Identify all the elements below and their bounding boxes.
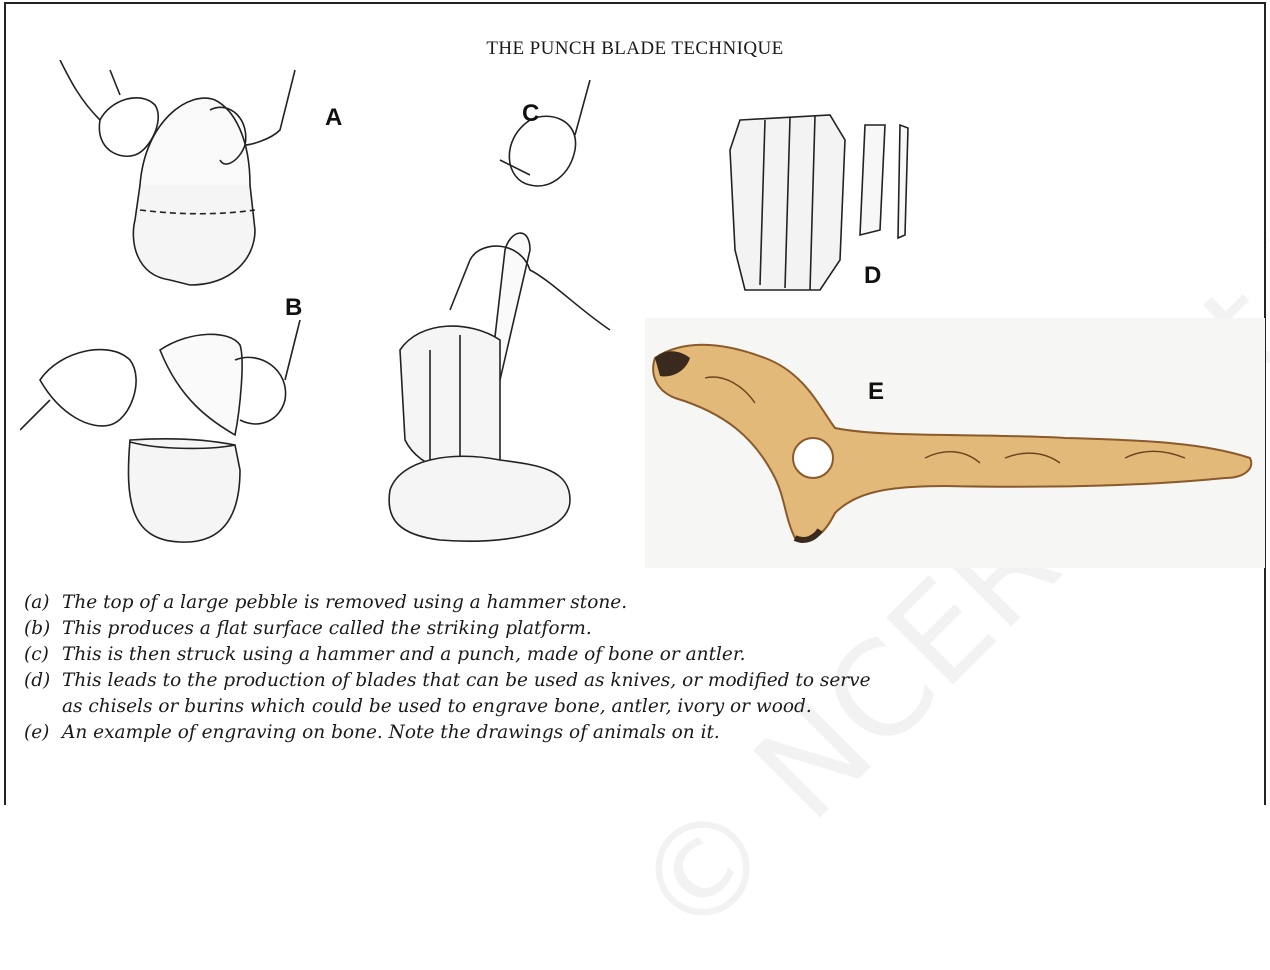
label-b: B bbox=[285, 294, 302, 322]
illustration-e bbox=[645, 318, 1265, 568]
caption-a: (a) The top of a large pebble is removed… bbox=[24, 590, 1244, 616]
caption-letter: (c) bbox=[24, 642, 62, 668]
caption-d: (d) This leads to the production of blad… bbox=[24, 668, 1244, 720]
caption-text: This leads to the production of blades t… bbox=[62, 668, 882, 720]
caption-b: (b) This produces a flat surface called … bbox=[24, 616, 1244, 642]
label-d: D bbox=[864, 262, 881, 290]
caption-list: (a) The top of a large pebble is removed… bbox=[24, 590, 1244, 746]
caption-letter: (a) bbox=[24, 590, 62, 616]
caption-letter: (e) bbox=[24, 720, 62, 746]
illustration-c bbox=[380, 80, 620, 550]
figure-title: THE PUNCH BLADE TECHNIQUE bbox=[0, 38, 1270, 60]
illustration-a bbox=[40, 60, 320, 310]
label-a: A bbox=[325, 104, 342, 132]
caption-text: This is then struck using a hammer and a… bbox=[62, 642, 1244, 668]
caption-c: (c) This is then struck using a hammer a… bbox=[24, 642, 1244, 668]
illustration-b bbox=[20, 320, 320, 550]
caption-e: (e) An example of engraving on bone. Not… bbox=[24, 720, 1244, 746]
caption-letter: (b) bbox=[24, 616, 62, 642]
caption-text: The top of a large pebble is removed usi… bbox=[62, 590, 1244, 616]
label-c: C bbox=[522, 100, 539, 128]
caption-letter: (d) bbox=[24, 668, 62, 720]
caption-text: An example of engraving on bone. Note th… bbox=[62, 720, 1244, 746]
illustration-d bbox=[725, 110, 925, 300]
label-e: E bbox=[868, 378, 884, 406]
caption-text: This produces a flat surface called the … bbox=[62, 616, 1244, 642]
